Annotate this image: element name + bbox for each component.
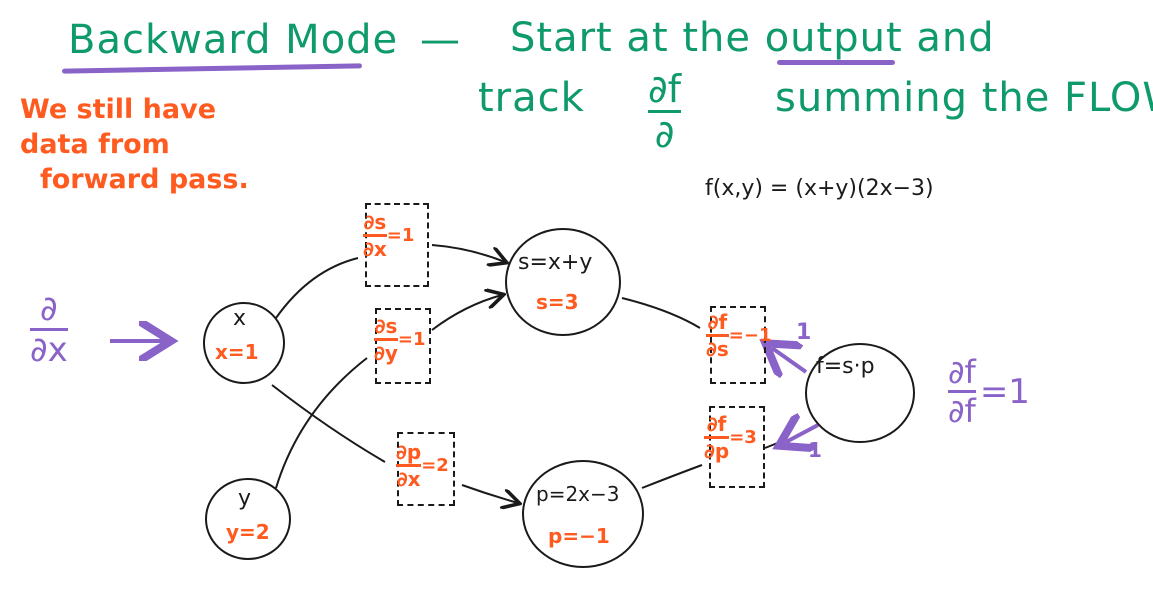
node-p-label: p=2x−3 (536, 482, 620, 506)
fraction-bar (396, 464, 422, 467)
node-f (805, 343, 915, 443)
node-s-value: s=3 (536, 290, 579, 314)
derivative-box-df-ds (710, 306, 766, 384)
heading-line2-end: summing the FLOW (775, 75, 1153, 121)
function-definition: f(x,y) = (x+y)(2x−3) (705, 176, 934, 201)
node-y (205, 478, 291, 560)
node-f-label: f=s·p (816, 354, 875, 379)
heading-output-word: output (764, 15, 903, 61)
fraction-bar (363, 234, 387, 237)
edge-dsdy-to-s (431, 295, 502, 331)
ds-dy-den: ∂y (374, 341, 398, 365)
heading-dash: — (420, 17, 461, 63)
node-y-value: y=2 (226, 520, 270, 544)
side-note-line: forward pass. (40, 164, 249, 195)
derivative-dp-dx: ∂p ∂x =2 (396, 442, 449, 489)
track-fraction: ∂f ∂ (648, 67, 682, 156)
input-op-num: ∂ (40, 289, 58, 329)
backflow-arrow-lower (786, 425, 819, 442)
node-s-label: s=x+y (518, 250, 593, 275)
input-derivative-operator: ∂ ∂x (30, 292, 68, 367)
output-seed-num: ∂f (948, 353, 976, 391)
node-p (522, 460, 644, 568)
side-note: We still have data from forward pass. (20, 96, 249, 193)
output-seed-den: ∂f (948, 392, 976, 430)
ds-dy-num: ∂s (374, 314, 398, 338)
edge-dpdx-to-p (461, 484, 518, 503)
backflow-arrow-upper (772, 348, 808, 372)
edge-dfdp-to-f (764, 439, 786, 449)
input-op-den: ∂x (30, 330, 68, 370)
node-s (505, 228, 621, 336)
output-seed-value: =1 (979, 371, 1030, 412)
dp-dx-den: ∂x (396, 467, 421, 491)
node-x-label: x (233, 306, 247, 331)
fraction-bar (374, 338, 398, 341)
df-ds-den: ∂s (706, 337, 729, 361)
edge-s-to-dfds (621, 297, 701, 329)
output-underline (777, 60, 895, 65)
heading-backward-mode: Backward Mode (68, 20, 398, 60)
heading-line1-end: and (916, 15, 995, 61)
heading-line1-start: Start at the (510, 15, 751, 61)
output-seed: ∂f ∂f =1 (948, 356, 1030, 427)
node-x (203, 302, 285, 384)
heading-title: Backward Mode (68, 17, 399, 63)
derivative-box-df-dp (709, 406, 765, 488)
derivative-box-dp-dx (397, 432, 455, 506)
side-note-line: data from (20, 129, 170, 160)
edge-y-to-dsdy (275, 357, 368, 489)
derivative-ds-dy: ∂s ∂y =1 (374, 316, 426, 363)
derivative-box-ds-dx (365, 203, 429, 287)
ds-dy-value: =1 (397, 329, 426, 350)
flow-label-lower: 1 (808, 438, 822, 462)
derivative-df-ds: ∂f ∂s =−1 (706, 312, 772, 359)
heading-line2-start: track (478, 75, 585, 121)
edge-p-to-dfdp (641, 464, 703, 489)
edge-x-to-dpdx (271, 384, 386, 463)
df-ds-num: ∂f (707, 310, 728, 334)
edge-x-to-dsdx (275, 257, 359, 319)
edge-dsdx-to-s (431, 244, 505, 262)
track-frac-num: ∂f (648, 67, 682, 111)
df-dp-value: =3 (729, 427, 757, 448)
df-dp-den: ∂p (704, 439, 730, 463)
derivative-ds-dx: ∂s ∂x =1 (363, 212, 414, 259)
derivative-df-dp: ∂f ∂p =3 (704, 414, 757, 461)
side-note-line: We still have (20, 94, 217, 125)
fraction-bar (648, 110, 682, 113)
ds-dx-num: ∂s (363, 210, 387, 234)
dp-dx-value: =2 (421, 455, 449, 476)
df-ds-value: =−1 (728, 325, 772, 346)
fraction-bar (948, 390, 976, 393)
track-frac-den: ∂ (654, 112, 675, 156)
heading-line1: Start at the output and (510, 18, 995, 58)
fraction-bar (706, 334, 729, 337)
ds-dx-den: ∂x (363, 237, 387, 261)
fraction-bar (30, 328, 68, 331)
dp-dx-num: ∂p (396, 440, 422, 464)
node-x-value: x=1 (215, 340, 259, 364)
fraction-bar (704, 436, 730, 439)
ds-dx-value: =1 (386, 225, 415, 246)
node-y-label: y (238, 486, 252, 511)
df-dp-num: ∂f (706, 412, 727, 436)
derivative-box-ds-dy (375, 308, 431, 384)
node-p-value: p=−1 (548, 524, 610, 548)
flow-label-upper: 1 (796, 320, 812, 345)
